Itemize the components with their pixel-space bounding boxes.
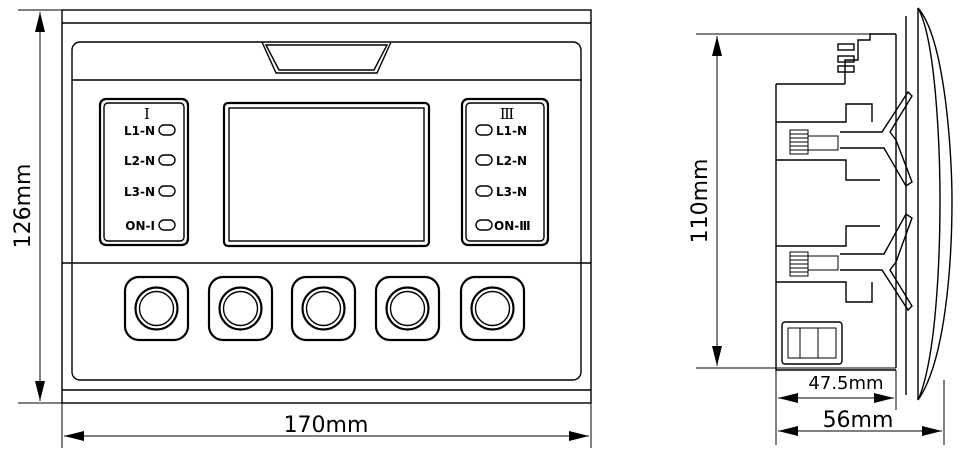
dimension-front-width: 170mm (61, 403, 592, 448)
right-led-label: L2-N (496, 154, 527, 168)
led-indicator-icon (158, 124, 176, 136)
led-indicator-icon (158, 185, 176, 197)
side-block-mid2 (776, 225, 880, 247)
button-row (123, 275, 526, 342)
side-height-label: 110mm (688, 159, 713, 244)
dimension-side-depth: 47.5mm 56mm (775, 370, 945, 445)
side-bottom-connector (781, 321, 843, 365)
side-thread-lower (789, 251, 839, 277)
left-indicator-panel (98, 97, 190, 247)
side-thread-upper (789, 129, 839, 155)
led-indicator-icon (158, 219, 176, 231)
side-depth-inner-label: 47.5mm (808, 373, 883, 394)
lcd-screen (228, 107, 425, 242)
side-front-curve-inner (917, 7, 941, 401)
side-clip-upper (840, 90, 913, 187)
front-width-label: 170mm (284, 413, 369, 438)
side-fin (837, 55, 855, 63)
side-clip-lower (840, 212, 913, 312)
right-indicator-panel-inner (465, 102, 545, 242)
side-block-upper (776, 103, 873, 123)
side-bottom-connector-inner (787, 327, 837, 359)
left-led-label: ON-Ⅰ (125, 219, 155, 233)
side-depth-outer-label: 56mm (823, 408, 894, 433)
left-led-label: L3-N (124, 185, 155, 199)
left-roman-label: Ⅰ (144, 105, 150, 123)
front-bezel (71, 41, 582, 381)
front-button (374, 275, 441, 342)
side-fin (837, 65, 855, 73)
right-indicator-panel (460, 97, 550, 247)
led-indicator-icon (475, 219, 493, 231)
top-tab-inner (264, 44, 389, 71)
left-led-label: L2-N (124, 154, 155, 168)
led-indicator-icon (475, 185, 493, 197)
front-button (459, 275, 526, 342)
front-view: Ⅰ L1-N L2-N L3-N ON-Ⅰ Ⅲ L1-N L2-N L3-N O… (61, 9, 592, 404)
dimension-front-height: 126mm (11, 9, 62, 404)
right-led-label: L3-N (496, 185, 527, 199)
front-button (123, 275, 190, 342)
side-block-lower (776, 281, 873, 303)
side-block-mid (776, 159, 880, 181)
led-indicator-icon (475, 124, 493, 136)
front-outer-frame (61, 9, 592, 404)
side-view (775, 7, 953, 401)
side-front-curve (917, 7, 953, 401)
lcd-screen-outer (222, 101, 431, 248)
front-height-label: 126mm (11, 164, 36, 249)
right-led-label: ON-Ⅲ (494, 219, 531, 233)
side-top-step (844, 33, 896, 84)
side-housing (775, 84, 896, 371)
left-led-label: L1-N (124, 124, 155, 138)
right-led-list: L1-N L2-N L3-N ON-Ⅲ (475, 124, 531, 233)
front-button (207, 275, 274, 342)
right-led-label: L1-N (496, 124, 527, 138)
top-tab (261, 41, 392, 74)
front-button (290, 275, 357, 342)
right-roman-label: Ⅲ (500, 105, 514, 123)
left-led-list: L1-N L2-N L3-N ON-Ⅰ (124, 124, 176, 233)
dimension-side-height: 110mm (688, 33, 896, 369)
led-indicator-icon (158, 154, 176, 166)
left-indicator-panel-inner (103, 102, 185, 242)
led-indicator-icon (475, 154, 493, 166)
side-fin (837, 43, 855, 51)
